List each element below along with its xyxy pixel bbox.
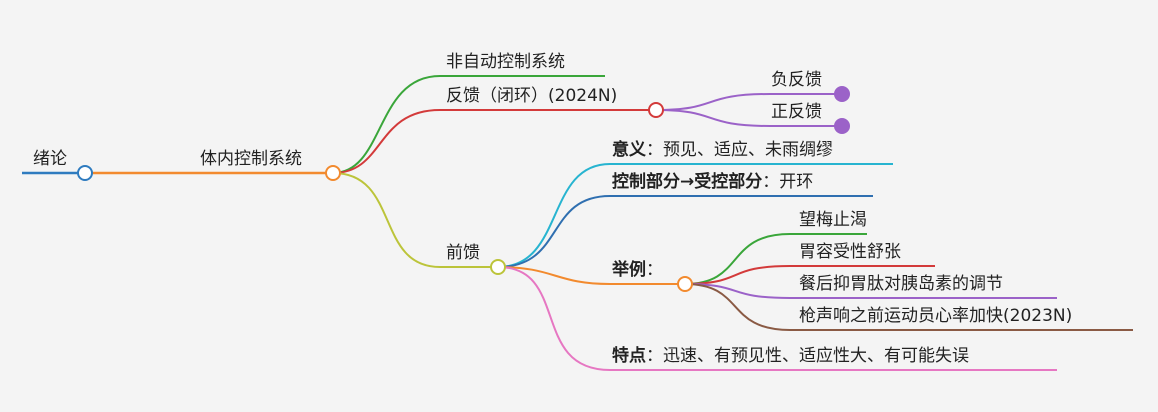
non-auto-label[interactable]: 非自动控制系统 <box>446 52 565 72</box>
edge-ex3 <box>684 283 1057 299</box>
root-label[interactable]: 绪论 <box>33 149 67 169</box>
edge-ex2 <box>684 265 935 285</box>
control-text: 开环 <box>779 172 814 192</box>
edge-feedforward <box>332 172 498 268</box>
features-text: 迅速、有预见性、适应性大、有可能失误 <box>663 346 969 366</box>
positive-label[interactable]: 正反馈 <box>771 102 822 122</box>
features-node[interactable]: 特点：迅速、有预见性、适应性大、有可能失误 <box>612 346 969 366</box>
feedforward-node-circle[interactable] <box>490 259 506 275</box>
control-key: 控制部分→受控部分 <box>612 172 763 192</box>
edge-ex1 <box>684 233 867 285</box>
examples-sep: ： <box>646 260 663 280</box>
feedforward-label[interactable]: 前馈 <box>446 243 480 263</box>
root-node-circle[interactable] <box>77 165 93 181</box>
examples-key: 举例 <box>612 260 646 280</box>
meaning-text: 预见、适应、未雨绸缪 <box>663 140 833 160</box>
edge-meaning <box>497 163 893 268</box>
control-sep: ： <box>762 172 780 192</box>
meaning-node[interactable]: 意义：预见、适应、未雨绸缪 <box>612 140 833 160</box>
features-key: 特点 <box>612 346 646 366</box>
edge-ex4 <box>684 283 1133 331</box>
edge-non-auto <box>332 75 605 174</box>
meaning-sep: ： <box>646 140 663 160</box>
control-node[interactable]: 控制部分→受控部分：开环 <box>612 172 813 192</box>
example-item-2[interactable]: 胃容受性舒张 <box>799 242 901 262</box>
example-item-3[interactable]: 餐后抑胃肽对胰岛素的调节 <box>799 274 1003 294</box>
features-sep: ： <box>646 346 663 366</box>
level1-node-circle[interactable] <box>325 165 341 181</box>
meaning-key: 意义 <box>612 140 646 160</box>
edge-examples <box>497 266 685 285</box>
negative-node-dot[interactable] <box>834 86 850 102</box>
negative-label[interactable]: 负反馈 <box>771 70 822 90</box>
edge-features <box>497 266 1057 371</box>
edge-negative <box>655 93 842 111</box>
level1-label[interactable]: 体内控制系统 <box>200 149 302 169</box>
example-item-1[interactable]: 望梅止渴 <box>799 210 867 230</box>
example-item-4[interactable]: 枪声响之前运动员心率加快(2023N) <box>799 306 1073 326</box>
feedback-node-circle[interactable] <box>648 102 664 118</box>
feedback-label[interactable]: 反馈（闭环）(2024N) <box>446 86 618 106</box>
examples-node-circle[interactable] <box>677 276 693 292</box>
examples-node[interactable]: 举例： <box>612 260 663 280</box>
positive-node-dot[interactable] <box>834 118 850 134</box>
edge-control <box>497 195 873 268</box>
edge-feedback <box>332 109 656 174</box>
edge-positive <box>655 109 842 127</box>
